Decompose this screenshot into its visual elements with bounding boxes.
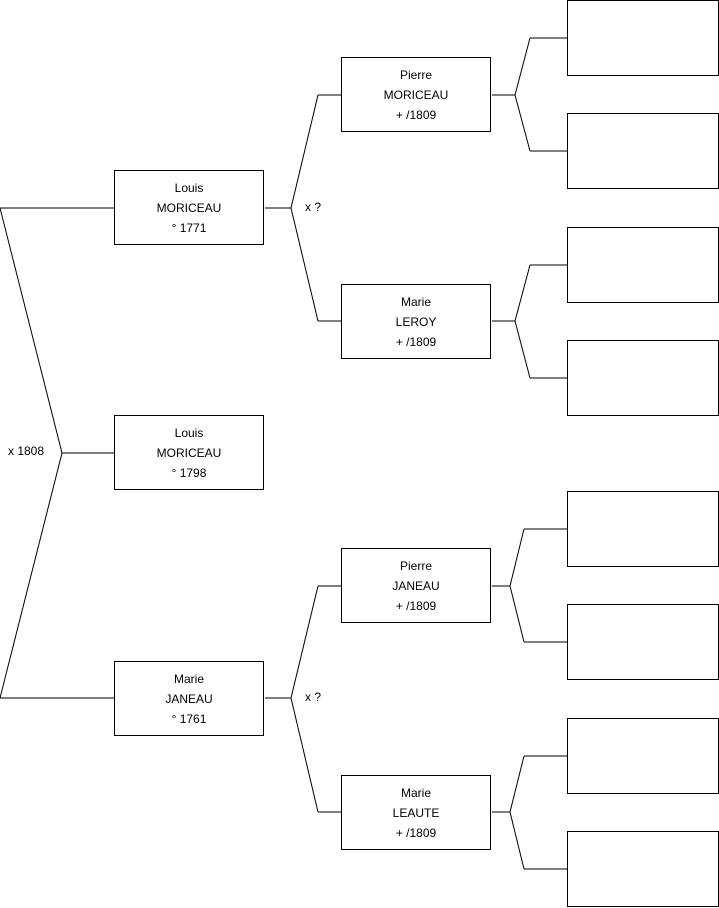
- empty-person-box: [567, 718, 719, 794]
- empty-person-box: [567, 113, 719, 189]
- birth-date: ° 1771: [171, 220, 207, 235]
- marriage-label-mother: x ?: [305, 690, 322, 704]
- person-box-paternal-grandfather: Pierre MORICEAU + /1809: [341, 57, 491, 132]
- marriage-label-father: x ?: [305, 200, 322, 214]
- empty-person-box: [567, 340, 719, 416]
- first-name: Louis: [174, 425, 204, 440]
- empty-person-box: [567, 831, 719, 907]
- first-name: Louis: [174, 180, 204, 195]
- empty-person-box: [567, 0, 719, 76]
- last-name: LEROY: [395, 314, 437, 329]
- last-name: JANEAU: [392, 578, 440, 593]
- last-name: MORICEAU: [156, 445, 222, 460]
- last-name: MORICEAU: [156, 200, 222, 215]
- marriage-label-root: x 1808: [8, 444, 45, 458]
- person-box-maternal-grandfather: Pierre JANEAU + /1809: [341, 548, 491, 623]
- death-date: + /1809: [395, 107, 437, 122]
- first-name: Pierre: [399, 67, 432, 82]
- first-name: Marie: [400, 785, 431, 800]
- last-name: JANEAU: [165, 691, 213, 706]
- last-name: LEAUTE: [392, 805, 440, 820]
- person-box-mother: Marie JANEAU ° 1761: [114, 661, 264, 736]
- last-name: MORICEAU: [383, 87, 449, 102]
- empty-person-box: [567, 604, 719, 680]
- death-date: + /1809: [395, 334, 437, 349]
- person-box-root: Louis MORICEAU ° 1798: [114, 415, 264, 490]
- person-box-father: Louis MORICEAU ° 1771: [114, 170, 264, 245]
- empty-person-box: [567, 491, 719, 567]
- person-box-maternal-grandmother: Marie LEAUTE + /1809: [341, 775, 491, 850]
- first-name: Marie: [400, 294, 431, 309]
- person-box-paternal-grandmother: Marie LEROY + /1809: [341, 284, 491, 359]
- death-date: + /1809: [395, 598, 437, 613]
- death-date: + /1809: [395, 825, 437, 840]
- empty-person-box: [567, 227, 719, 303]
- birth-date: ° 1761: [171, 711, 207, 726]
- birth-date: ° 1798: [171, 465, 207, 480]
- first-name: Pierre: [399, 558, 432, 573]
- first-name: Marie: [173, 671, 204, 686]
